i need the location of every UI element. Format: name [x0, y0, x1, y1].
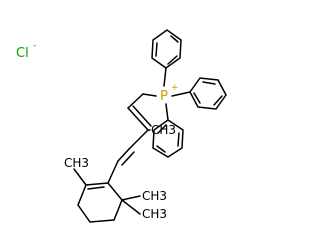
methyl-bond [121, 195, 141, 201]
bond [117, 147, 131, 162]
ring [151, 29, 182, 69]
methyl-label: CH3 [64, 156, 89, 170]
bond [142, 93, 157, 97]
chloride-symbol: Cl [16, 46, 29, 61]
double-bond [177, 132, 180, 147]
cyclohexene-ring: CH3 CH3 CH3 [64, 156, 167, 223]
bond [163, 67, 167, 87]
double-bond [213, 95, 223, 106]
structure-diagram: Cl - P + CH3 [16, 29, 227, 223]
ring [189, 77, 227, 110]
double-bond [121, 151, 135, 166]
phenyl-ring-right [171, 77, 227, 110]
phosphorus-symbol: P [160, 89, 168, 104]
ring [77, 182, 123, 223]
bond [171, 91, 191, 97]
phenyl-ring-top [151, 29, 182, 87]
chloride-ion: Cl - [16, 41, 36, 61]
methyl-bond [73, 168, 87, 186]
phosphonium-center: P + [160, 83, 179, 104]
double-bond [157, 124, 167, 134]
bond [129, 129, 149, 149]
bond [107, 160, 119, 184]
molecule-svg: Cl - P + CH3 [16, 29, 227, 223]
phosphorus-charge: + [171, 83, 179, 93]
chloride-charge: - [33, 41, 36, 51]
methyl-bond [121, 199, 141, 215]
double-bond [87, 186, 105, 190]
double-bond [170, 35, 179, 43]
bond [127, 93, 144, 109]
double-bond [132, 105, 152, 127]
methyl-label: CH3 [151, 123, 176, 137]
methyl-label: CH3 [142, 189, 167, 203]
double-bond [193, 92, 201, 104]
bond [165, 103, 169, 121]
double-bond [155, 42, 158, 57]
methyl-label: CH3 [142, 207, 167, 221]
bond [127, 107, 149, 131]
double-bond [202, 81, 216, 85]
double-bond [167, 55, 178, 65]
ring [152, 119, 184, 158]
polyene-chain: CH3 [107, 93, 176, 184]
phenyl-ring-bottom [152, 103, 184, 158]
double-bond [156, 145, 166, 153]
